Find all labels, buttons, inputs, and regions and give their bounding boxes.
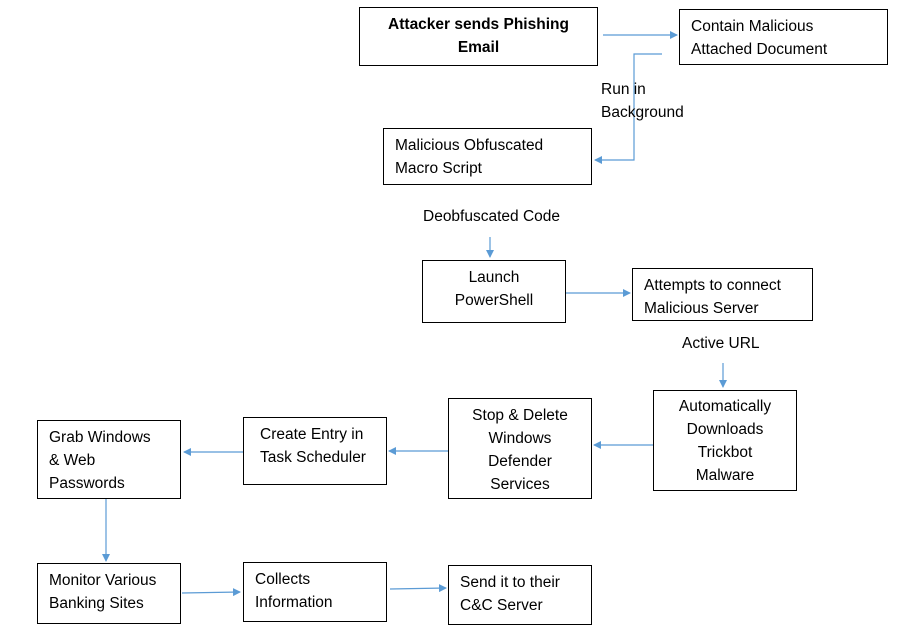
node-text-line: Services (490, 476, 550, 493)
node-text-line: Launch (468, 269, 520, 286)
node-phishing-email: Attacker sends Phishing Email (359, 7, 598, 66)
node-send-cc: Send it to their C&C Server (448, 565, 592, 625)
node-text-line: Malware (695, 467, 755, 484)
node-text-line: Passwords (49, 475, 125, 492)
node-text-line: Email (457, 39, 500, 56)
arrow-document-to-macro (594, 53, 662, 164)
node-text-line: Create Entry in (260, 426, 364, 443)
node-text-line: C&C Server (460, 597, 543, 614)
node-text-line: Collects (255, 571, 311, 588)
node-text-line: Information (255, 594, 333, 611)
edge-label-deobfuscated-code: Deobfuscated Code (423, 208, 561, 225)
edge-label-active-url: Active URL (682, 335, 760, 352)
node-text-line: Automatically (678, 398, 772, 415)
node-grab-passwords: Grab Windows & Web Passwords (37, 420, 181, 499)
node-macro-script: Malicious Obfuscated Macro Script (383, 128, 592, 185)
node-text-line: Attached Document (691, 41, 828, 58)
node-text-line: Defender (488, 453, 552, 470)
node-text-line: Windows (488, 430, 552, 447)
node-collect-info: Collects Information (243, 562, 387, 622)
arrow-collect-to-send (389, 584, 447, 593)
node-text-line: Malicious Server (644, 300, 759, 317)
node-text-line: Malicious Obfuscated (395, 137, 544, 154)
edge-label-line: Run in (601, 81, 646, 98)
node-connect-server: Attempts to connect Malicious Server (632, 268, 813, 321)
node-malicious-document: Contain Malicious Attached Document (679, 9, 888, 65)
edge-label-line: Background (601, 104, 684, 121)
node-launch-powershell: Launch PowerShell (422, 260, 566, 323)
node-text-line: Monitor Various (49, 572, 157, 589)
node-text-line: Contain Malicious (691, 18, 814, 35)
node-text-line: Task Scheduler (260, 449, 366, 466)
node-text-line: Banking Sites (49, 595, 144, 612)
node-text-line: Attempts to connect (644, 277, 781, 294)
node-text-line: Attacker sends Phishing (388, 16, 569, 33)
node-text-line: Downloads (686, 421, 764, 438)
node-text-line: & Web (49, 452, 96, 469)
node-text-line: Send it to their (460, 574, 560, 591)
arrow-monitor-to-collect (181, 588, 241, 597)
node-text-line: PowerShell (454, 292, 534, 309)
node-monitor-banking: Monitor Various Banking Sites (37, 563, 181, 624)
node-task-scheduler: Create Entry in Task Scheduler (243, 417, 387, 485)
node-text-line: Macro Script (395, 160, 482, 177)
node-download-trickbot: Automatically Downloads Trickbot Malware (653, 390, 797, 491)
node-text-line: Trickbot (697, 444, 753, 461)
node-stop-defender: Stop & Delete Windows Defender Services (448, 398, 592, 499)
node-text-line: Stop & Delete (472, 407, 568, 424)
node-text-line: Grab Windows (49, 429, 151, 446)
edge-label-run-in-background: Run in Background (601, 78, 684, 124)
